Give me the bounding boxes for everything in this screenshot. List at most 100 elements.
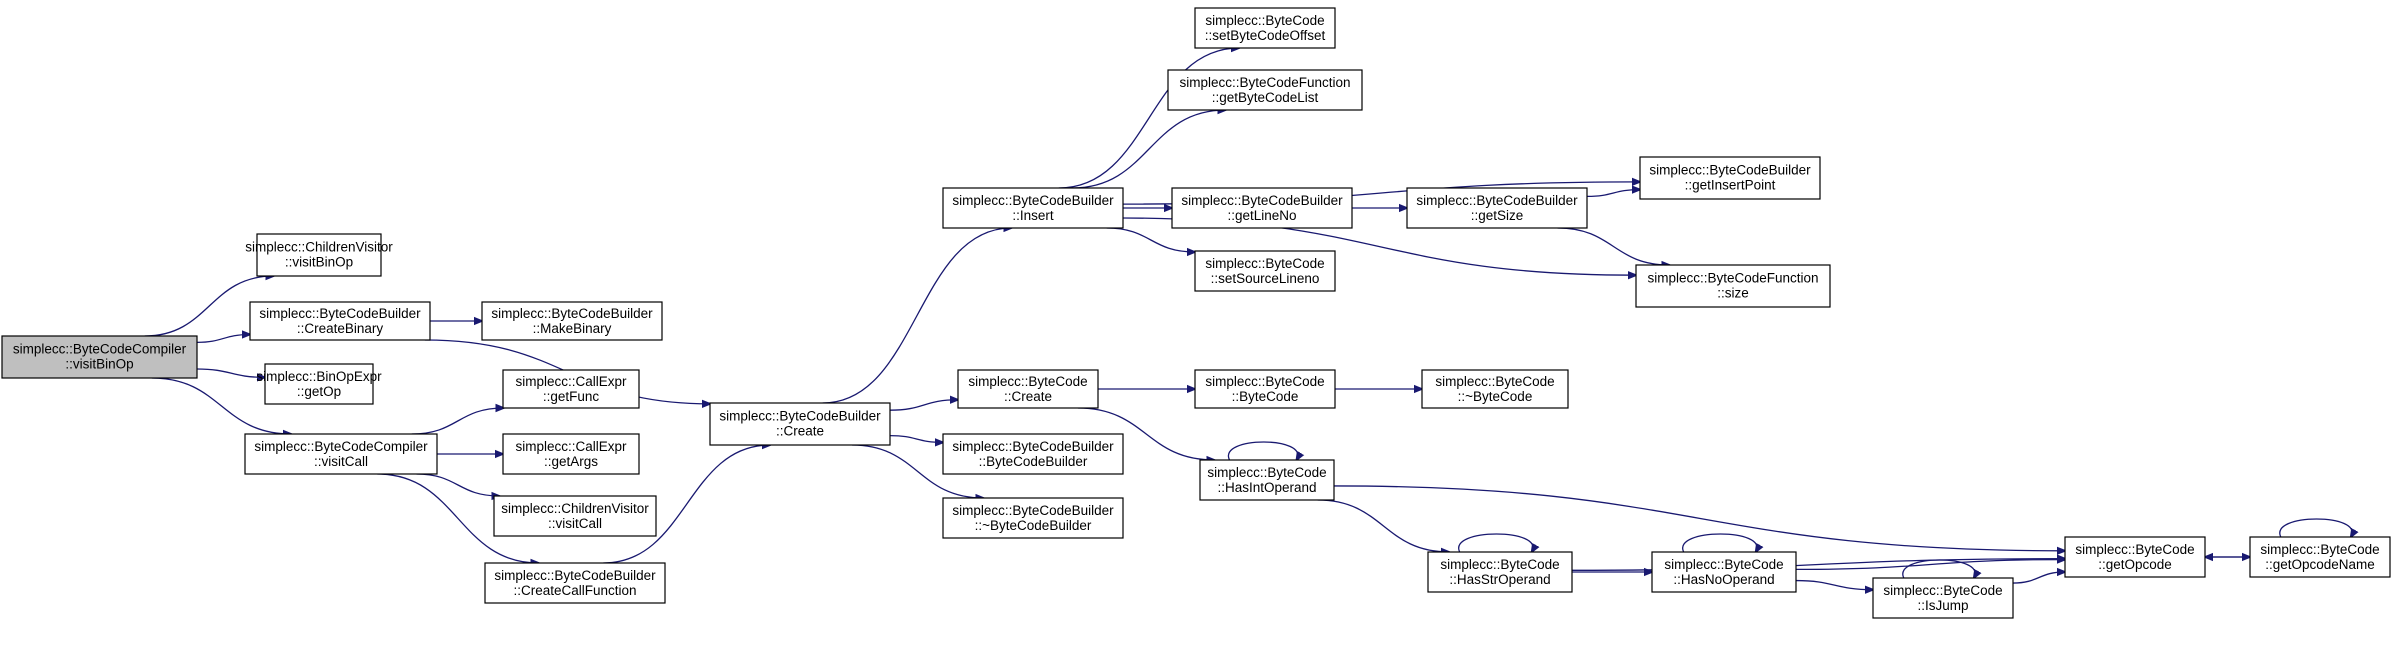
node-bc_dtor[interactable]: simplecc::ByteCode::~ByteCode [1421,369,1569,409]
node-method-label: ::ByteCode [1232,389,1299,404]
edge-bc_hasIntOperand-to-bc_hasStrOperand [1317,499,1450,552]
edge-bc_isJump-to-bc_getOpcode [2012,572,2065,584]
node-method-label: ::Create [776,424,824,439]
node-bc_ctor[interactable]: simplecc::ByteCode::ByteCode [1194,369,1336,409]
node-bcb_createBinary[interactable]: simplecc::ByteCodeBuilder::CreateBinary [249,301,431,341]
node-bc_hasIntOperand[interactable]: simplecc::ByteCode::HasIntOperand [1199,459,1335,501]
node-box [1406,187,1588,229]
edge-bc_hasIntOperand-to-bc_hasIntOperand [1227,441,1298,460]
node-class-label: simplecc::ByteCode [2260,542,2379,557]
node-box [1651,551,1797,593]
node-bc_setByteCodeOffset[interactable]: simplecc::ByteCode::setByteCodeOffset [1194,7,1336,49]
edge-bcb_getSize-to-bcb_getInsertPoint [1586,190,1640,198]
node-bcf_getByteCodeList[interactable]: simplecc::ByteCodeFunction::getByteCodeL… [1167,69,1363,111]
node-box [493,495,657,537]
node-bc_getOpcode[interactable]: simplecc::ByteCode::getOpcode [2064,536,2206,578]
node-bcc_visitCall[interactable]: simplecc::ByteCodeCompiler::visitCall [244,433,438,475]
node-class-label: simplecc::ByteCodeCompiler [254,439,428,454]
node-class-label: simplecc::ByteCodeFunction [1179,75,1350,90]
edge-bcc_visitCall-to-bcb_createCallFunction [377,473,538,563]
node-class-label: simplecc::ByteCode [1205,13,1324,28]
node-root[interactable]: simplecc::ByteCodeCompiler::visitBinOp [1,335,198,379]
node-callexpr_getFunc[interactable]: simplecc::CallExpr::getFunc [502,369,640,409]
node-class-label: simplecc::ByteCodeFunction [1647,271,1818,286]
node-class-label: simplecc::ByteCode [1440,557,1559,572]
node-class-label: simplecc::ByteCode [1205,256,1324,271]
node-bc_hasNoOperand[interactable]: simplecc::ByteCode::HasNoOperand [1651,551,1797,593]
node-bcf_size[interactable]: simplecc::ByteCodeFunction::size [1635,264,1831,308]
node-box [481,301,663,341]
node-bcb_createCallFunction[interactable]: simplecc::ByteCodeBuilder::CreateCallFun… [484,562,666,604]
node-method-label: ::~ByteCode [1458,389,1533,404]
node-binop_getOp[interactable]: simplecc::BinOpExpr::getOp [256,363,382,405]
node-method-label: ::getByteCodeList [1212,90,1319,105]
edge-bcb_insert-to-bcf_getByteCodeList [1072,110,1225,189]
edge-bc_create-to-bc_hasIntOperand [1077,407,1215,460]
node-cv_visitCall[interactable]: simplecc::ChildrenVisitor::visitCall [493,495,657,537]
node-class-label: simplecc::ChildrenVisitor [245,240,393,255]
node-box [1167,69,1363,111]
node-class-label: simplecc::ByteCode [1664,557,1783,572]
node-class-label: simplecc::ByteCodeBuilder [952,503,1114,518]
node-bcb_dtor[interactable]: simplecc::ByteCodeBuilder::~ByteCodeBuil… [942,497,1124,539]
node-callexpr_getArgs[interactable]: simplecc::CallExpr::getArgs [502,433,640,475]
node-box [2064,536,2206,578]
edge-bcb_insert-to-bc_setSourceLineno [1106,227,1195,252]
node-bc_getOpcodeName[interactable]: simplecc::ByteCode::getOpcodeName [2249,536,2391,578]
node-box [1427,551,1573,593]
edge-root-to-bcc_visitCall [151,377,291,434]
node-box [1635,264,1831,308]
node-method-label: ::getLineNo [1227,208,1296,223]
node-bc_isJump[interactable]: simplecc::ByteCode::IsJump [1872,577,2014,619]
node-method-label: ::visitCall [548,516,602,531]
node-bcb_getSize[interactable]: simplecc::ByteCodeBuilder::getSize [1406,187,1588,229]
node-class-label: simplecc::ByteCodeBuilder [1416,193,1578,208]
edges-layer [144,48,2353,590]
node-bcb_create[interactable]: simplecc::ByteCodeBuilder::Create [709,402,891,446]
node-box [264,363,374,405]
node-class-label: simplecc::ByteCodeBuilder [491,306,653,321]
node-bcb_ctor[interactable]: simplecc::ByteCodeBuilder::ByteCodeBuild… [942,433,1124,475]
edge-bc_isJump-to-bc_isJump [1902,559,1975,578]
edge-bcb_create-to-bcb_dtor [852,444,983,498]
edge-root-to-bcb_createBinary [196,334,250,344]
node-bc_hasStrOperand[interactable]: simplecc::ByteCode::HasStrOperand [1427,551,1573,593]
node-class-label: simplecc::ChildrenVisitor [501,501,649,516]
node-method-label: ::getOpcode [2098,557,2172,572]
nodes-layer: simplecc::ByteCodeCompiler::visitBinOpsi… [1,7,2391,619]
node-bcb_makeBinary[interactable]: simplecc::ByteCodeBuilder::MakeBinary [481,301,663,341]
node-class-label: simplecc::ByteCodeBuilder [259,306,421,321]
node-class-label: simplecc::ByteCodeBuilder [1181,193,1343,208]
edge-bcb_create-to-bcb_insert [822,228,1012,404]
node-box [942,497,1124,539]
node-cv_visitBinOp[interactable]: simplecc::ChildrenVisitor::visitBinOp [245,233,393,277]
edge-bcb_createCallFunction-to-bcb_create [603,445,770,564]
node-class-label: simplecc::ByteCode [1205,374,1324,389]
node-method-label: ::getArgs [544,454,598,469]
edge-root-to-cv_visitBinOp [144,276,274,337]
edge-bcb_create-to-bc_create [889,400,958,411]
node-bc_create[interactable]: simplecc::ByteCode::Create [957,369,1099,409]
node-method-label: ::CreateCallFunction [513,583,636,598]
edge-bcc_visitCall-to-cv_visitCall [416,473,499,496]
edge-bcb_getSize-to-bcf_size [1557,227,1670,265]
node-bc_setSourceLineno[interactable]: simplecc::ByteCode::setSourceLineno [1194,250,1336,292]
edge-bcb_create-to-bcb_ctor [889,434,943,443]
node-method-label: ::Insert [1012,208,1054,223]
node-method-label: ::~ByteCodeBuilder [975,518,1092,533]
node-box [1872,577,2014,619]
node-bcb_insert[interactable]: simplecc::ByteCodeBuilder::Insert [942,187,1124,229]
node-bcb_getLineNo[interactable]: simplecc::ByteCodeBuilder::getLineNo [1171,187,1353,229]
node-class-label: simplecc::ByteCodeBuilder [494,568,656,583]
node-method-label: ::MakeBinary [533,321,612,336]
node-box [1199,459,1335,501]
node-box [942,433,1124,475]
node-method-label: ::visitBinOp [65,357,133,372]
node-method-label: ::getInsertPoint [1685,178,1776,193]
node-bcb_getInsertPoint[interactable]: simplecc::ByteCodeBuilder::getInsertPoin… [1639,156,1821,200]
node-class-label: simplecc::ByteCode [1883,583,2002,598]
edge-bc_hasIntOperand-to-bc_getOpcode [1333,485,2065,551]
node-method-label: ::IsJump [1917,598,1968,613]
node-class-label: simplecc::ByteCode [1435,374,1554,389]
